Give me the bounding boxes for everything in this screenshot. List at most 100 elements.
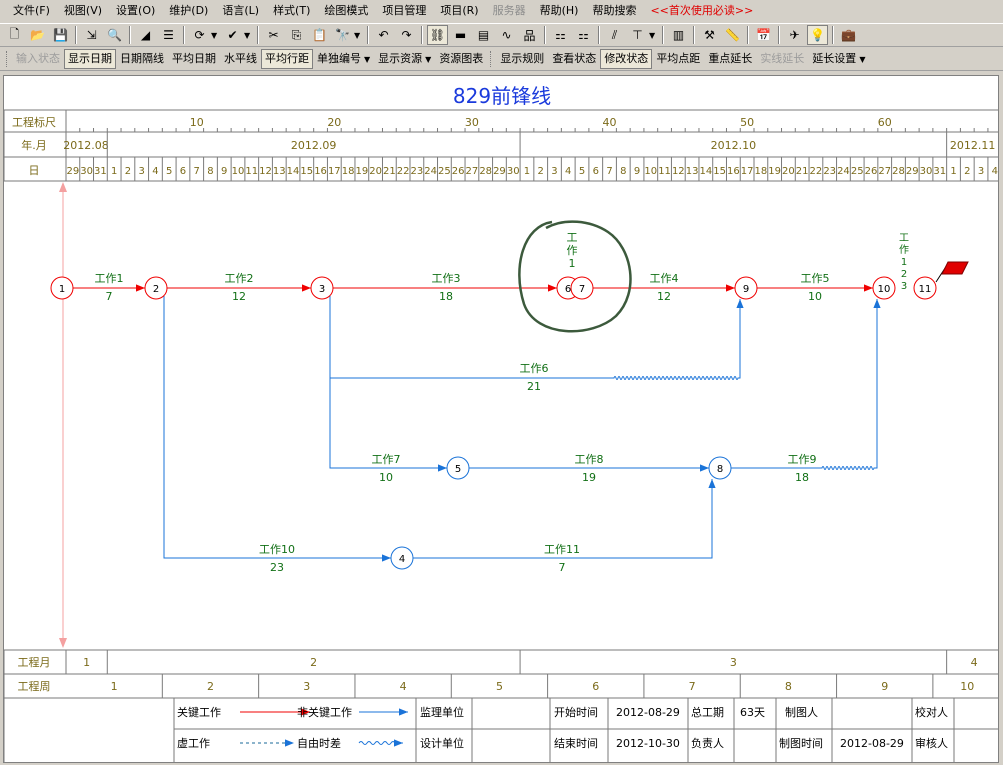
toolbar2-button-2[interactable]: 日期隔线 (116, 50, 168, 68)
grid-red2-icon[interactable]: ⚏ (578, 28, 589, 42)
node-number[interactable]: 8 (717, 464, 723, 475)
menu-item-0[interactable]: 文件(F) (13, 4, 50, 17)
toolbar2-button-4[interactable]: 水平线 (220, 50, 261, 68)
library-icon[interactable]: ▥ (672, 28, 685, 42)
curve-icon[interactable]: ∿ (501, 28, 512, 42)
open-folder-icon[interactable]: 📂 (30, 28, 45, 42)
ruler-icon[interactable]: 📏 (725, 28, 740, 42)
task-name-label[interactable]: 工作4 (650, 272, 679, 285)
node-circle[interactable] (872, 276, 896, 300)
toolbar2-button-16[interactable]: 延长设置▼ (808, 50, 869, 69)
dropdown-arrow-icon[interactable]: ▼ (425, 54, 432, 64)
node-number[interactable]: 4 (399, 554, 405, 565)
menu-item-12[interactable]: <<首次使用必读>> (650, 4, 754, 17)
node-circle[interactable] (708, 456, 732, 480)
bulb-icon[interactable]: 💡 (807, 25, 828, 45)
toolbar2-button-8[interactable]: 资源图表 (435, 50, 487, 68)
menu-item-6[interactable]: 绘图模式 (324, 4, 369, 17)
toolbar2-button-13[interactable]: 平均点距 (652, 50, 704, 68)
task-name-label[interactable]: 工作9 (788, 453, 817, 466)
node-circle[interactable] (50, 276, 74, 300)
redo-icon[interactable]: ↷ (401, 28, 412, 42)
calendar-icon[interactable]: 📅 (756, 28, 771, 42)
node-number[interactable]: 3 (319, 284, 325, 295)
toolbar2-button-5[interactable]: 平均行距 (261, 49, 313, 69)
menu-item-2[interactable]: 设置(O) (116, 4, 156, 17)
hierarchy-icon[interactable]: ⫽ (611, 27, 618, 42)
toolbar2-button-6[interactable]: 单独编号▼ (313, 50, 374, 69)
menu-item-10[interactable]: 帮助(H) (539, 4, 579, 17)
node-number[interactable]: 2 (153, 284, 159, 295)
task-name-label[interactable]: 工作11 (544, 543, 580, 556)
node-circle[interactable] (144, 276, 168, 300)
menu-item-8[interactable]: 项目(R) (440, 4, 479, 17)
save-icon[interactable]: 💾 (53, 28, 68, 42)
cut-icon[interactable]: ✂ (268, 28, 279, 42)
schedule-icon[interactable]: ▤ (477, 28, 490, 42)
task-name-label[interactable]: 工作5 (801, 272, 830, 285)
dropdown-arrow-icon[interactable]: ▼ (244, 30, 251, 40)
toolbar2-button-1[interactable]: 显示日期 (64, 49, 116, 69)
tee-icon[interactable]: ⊤ (632, 28, 643, 42)
task-name-label[interactable]: 工作8 (575, 453, 604, 466)
menu-item-5[interactable]: 样式(T) (273, 4, 311, 17)
node-circle[interactable] (310, 276, 334, 300)
org-chart-icon[interactable]: 品 (523, 28, 536, 43)
dropdown-arrow-icon[interactable]: ▼ (364, 54, 371, 64)
toolbar-grip[interactable] (490, 51, 493, 67)
task-arrow[interactable] (329, 296, 744, 380)
dropdown-arrow-icon[interactable]: ▼ (211, 30, 218, 40)
toolbar2-button-0[interactable]: 输入状态 (12, 50, 64, 68)
toolbar2-button-14[interactable]: 重点延长 (704, 50, 756, 68)
find-icon[interactable]: 🔭 (335, 28, 350, 42)
menu-item-3[interactable]: 维护(D) (169, 4, 209, 17)
menu-item-7[interactable]: 项目管理 (382, 4, 427, 17)
copy-icon[interactable]: ⎘ (291, 27, 302, 42)
menu-item-11[interactable]: 帮助搜索 (592, 4, 637, 17)
toolbar2-button-15[interactable]: 实线延长 (756, 50, 808, 68)
refresh-icon[interactable]: ⟳ (194, 28, 205, 42)
task-arrow[interactable] (731, 299, 881, 470)
menu-item-9[interactable]: 服务器 (492, 4, 526, 17)
task-arrow[interactable] (413, 479, 716, 559)
node-number[interactable]: 11 (919, 284, 932, 295)
task-name-label[interactable]: 工作6 (520, 362, 549, 375)
print-preview-icon[interactable]: 🔍 (107, 28, 122, 42)
node-number[interactable]: 9 (743, 284, 749, 295)
task-arrow[interactable] (329, 378, 447, 472)
task-arrow[interactable] (163, 296, 391, 562)
toolbar2-button-3[interactable]: 平均日期 (168, 50, 220, 68)
plane-icon[interactable]: ✈ (789, 28, 800, 42)
node-number[interactable]: 1 (59, 284, 65, 295)
export-icon[interactable]: ⇲ (86, 28, 97, 42)
menu-item-1[interactable]: 视图(V) (63, 4, 103, 17)
node-circle[interactable] (570, 276, 594, 300)
node-number[interactable]: 7 (579, 284, 585, 295)
task-name-label[interactable]: 工作2 (225, 272, 254, 285)
toolbar2-button-11[interactable]: 查看状态 (548, 50, 600, 68)
bar-chart-icon[interactable]: ▬ (454, 28, 467, 42)
node-circle[interactable] (390, 546, 414, 570)
paste-icon[interactable]: 📋 (312, 28, 327, 42)
task-name-label[interactable]: 工作10 (259, 543, 295, 556)
menu-item-4[interactable]: 语言(L) (222, 4, 260, 17)
toolbar-grip[interactable] (6, 51, 9, 67)
toolbar2-button-12[interactable]: 修改状态 (600, 49, 653, 69)
task-name-label[interactable]: 工作3 (432, 272, 461, 285)
network-link-icon[interactable]: ⛓ (427, 25, 448, 45)
align-icon[interactable]: ☰ (163, 28, 174, 42)
dropdown-arrow-icon[interactable]: ▼ (354, 30, 361, 40)
undo-icon[interactable]: ↶ (378, 28, 389, 42)
new-file-icon[interactable]: 🗋 (9, 26, 20, 41)
tools-icon[interactable]: ⚒ (704, 28, 715, 42)
briefcase-icon[interactable]: 💼 (841, 28, 856, 42)
grid-red-icon[interactable]: ⚏ (555, 28, 566, 42)
triangle-icon[interactable]: ◢ (140, 28, 151, 42)
node-circle[interactable] (913, 276, 937, 300)
toolbar2-button-7[interactable]: 显示资源▼ (374, 50, 435, 69)
task-name-label[interactable]: 工作1 (95, 272, 124, 285)
node-circle[interactable] (446, 456, 470, 480)
toolbar2-button-10[interactable]: 显示规则 (496, 50, 548, 68)
